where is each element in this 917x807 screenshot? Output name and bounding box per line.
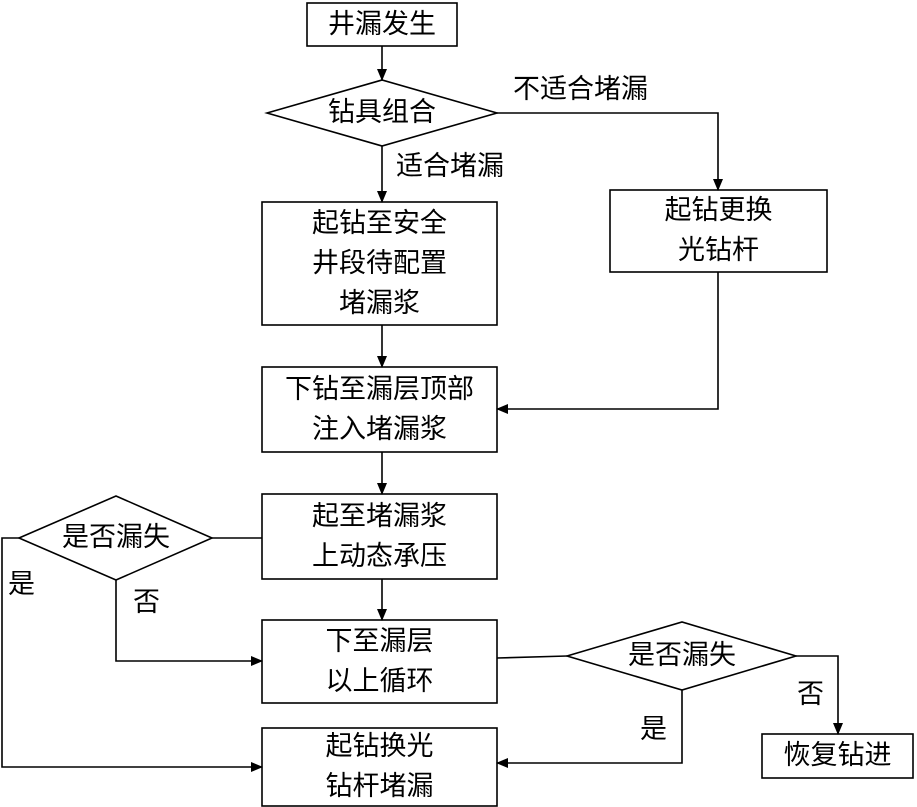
end-text: 恢复钻进 — [783, 740, 892, 771]
d1-node: 钻具组合 — [297, 93, 467, 133]
end-node: 恢复钻进 — [762, 734, 913, 778]
dL-node: 是否漏失 — [36, 518, 196, 558]
a1-line-2: 井段待配置 — [312, 247, 447, 279]
label-left-yes: 是 — [8, 569, 35, 600]
label-right-no: 否 — [797, 679, 824, 710]
label-suitable: 适合堵漏 — [396, 151, 504, 182]
a5-line-2: 钻杆堵漏 — [325, 771, 434, 802]
a2-node: 下钻至漏层顶部 注入堵漏浆 — [262, 367, 497, 452]
a2-line-2: 注入堵漏浆 — [312, 413, 447, 445]
b1-line-2: 光钻杆 — [678, 235, 759, 266]
a1-node: 起钻至安全 井段待配置 堵漏浆 — [262, 202, 497, 325]
edge-dR-no-end — [796, 655, 843, 735]
b1-line-1: 起钻更换 — [664, 195, 773, 226]
edge-dR-yes-a5 — [496, 690, 683, 768]
a2-line-1: 下钻至漏层顶部 — [285, 373, 474, 405]
label-left-no: 否 — [133, 587, 160, 618]
a4-line-1: 下至漏层 — [325, 625, 434, 657]
label-not-suitable: 不适合堵漏 — [513, 74, 648, 105]
start-node: 井漏发生 — [307, 3, 457, 46]
a5-node: 起钻换光 钻杆堵漏 — [262, 728, 497, 806]
edge-a4-dR — [496, 655, 568, 659]
edge-dL-yes-a5 — [1, 537, 263, 772]
start-text: 井漏发生 — [328, 8, 436, 40]
dR-node: 是否漏失 — [597, 636, 767, 676]
edge-b1-a2 — [496, 272, 719, 414]
a3-line-1: 起至堵漏浆 — [312, 500, 447, 532]
a1-line-3: 堵漏浆 — [339, 287, 420, 319]
edge-dL-no-a4 — [115, 580, 263, 666]
a4-node: 下至漏层 以上循环 — [262, 620, 497, 703]
a1-line-1: 起钻至安全 — [312, 207, 447, 239]
a3-line-2: 上动态承压 — [312, 540, 447, 572]
label-right-yes: 是 — [640, 714, 667, 745]
dR-text: 是否漏失 — [628, 640, 736, 671]
a5-line-1: 起钻换光 — [325, 731, 434, 762]
b1-node: 起钻更换 光钻杆 — [610, 190, 827, 272]
dL-text: 是否漏失 — [62, 522, 170, 553]
d1-text: 钻具组合 — [328, 97, 436, 128]
a3-node: 起至堵漏浆 上动态承压 — [262, 494, 497, 579]
a4-line-2: 以上循环 — [325, 665, 434, 697]
edge-d1-b1 — [497, 112, 723, 191]
